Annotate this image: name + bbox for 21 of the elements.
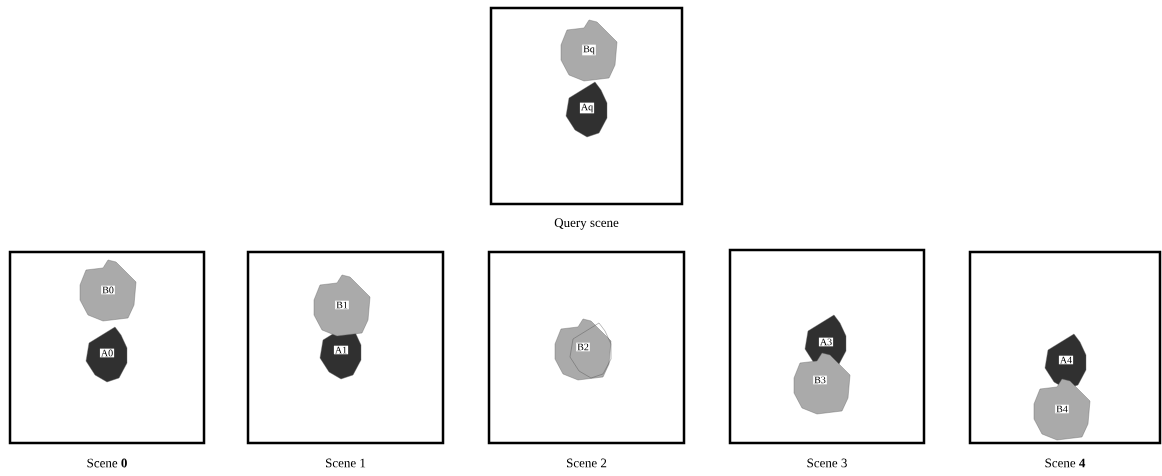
scene-caption: Scene 1 bbox=[326, 458, 366, 468]
blob: B0 bbox=[79, 259, 137, 322]
scene-caption: Scene 4 bbox=[1045, 458, 1086, 468]
scene-frame bbox=[246, 250, 445, 445]
blob: Aq bbox=[565, 81, 608, 138]
blob: B2 bbox=[554, 318, 612, 381]
scene-caption: Query scene bbox=[554, 218, 619, 230]
scene-frame bbox=[8, 250, 206, 445]
scene-caption: Scene 2 bbox=[566, 458, 607, 468]
scene-frame bbox=[968, 250, 1162, 445]
scene-frame bbox=[487, 250, 686, 445]
blob: A0 bbox=[85, 326, 128, 383]
blob: A4 bbox=[1044, 333, 1087, 390]
scene-caption: Scene 3 bbox=[807, 458, 847, 468]
blob: B1 bbox=[313, 274, 371, 337]
scene-frame bbox=[489, 6, 684, 206]
blob: B3 bbox=[793, 352, 851, 415]
scene-caption: Scene 0 bbox=[87, 458, 127, 468]
blob: B4 bbox=[1033, 378, 1091, 441]
blob: Bq bbox=[560, 19, 618, 82]
scene-frame bbox=[728, 248, 926, 445]
